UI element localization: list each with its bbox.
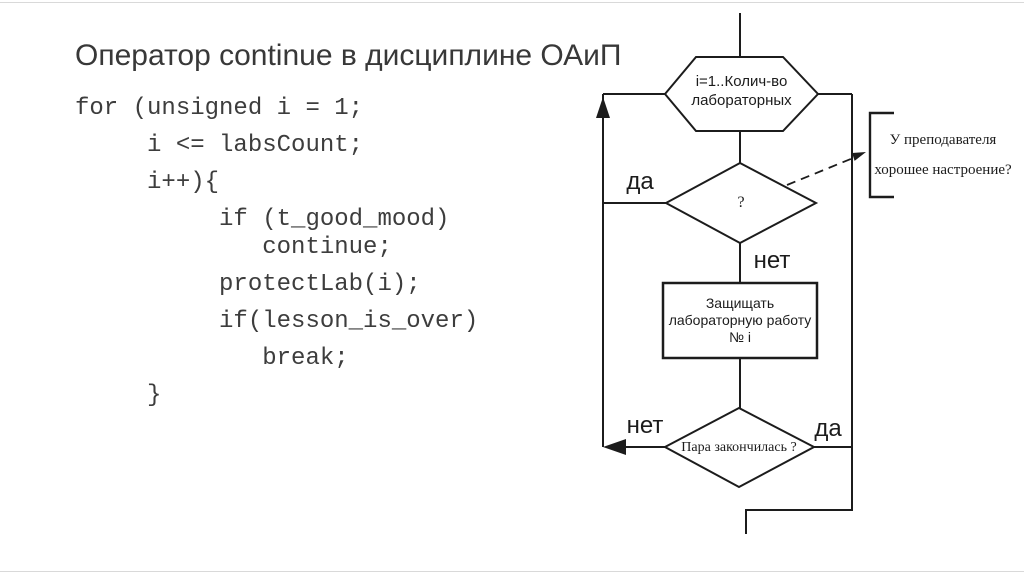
process-box-text-line2: лабораторную работу [668, 312, 812, 328]
process-box-text: Защищать лабораторную работу № i [663, 283, 817, 358]
code-line-3: i++){ [75, 169, 220, 196]
code-block: for (unsigned i = 1; i <= labsCount; i++… [75, 90, 478, 414]
mood-yes-label: да [626, 168, 654, 195]
code-line-2: i <= labsCount; [75, 132, 364, 159]
slide-top-edge [0, 2, 1024, 3]
process-box-text-line1: Защищать [705, 295, 775, 311]
code-line-1: for (unsigned i = 1; [75, 95, 364, 122]
note-bracket [868, 111, 894, 199]
lesson-no-arrowhead [603, 439, 626, 455]
loop-back-arrowhead [596, 97, 610, 118]
slide-bottom-edge [0, 571, 1024, 572]
loop-hexagon-text-line2: лабораторных [691, 92, 792, 109]
mood-decision-diamond [663, 161, 819, 245]
loop-hexagon-text: i=1..Колич-во лабораторных [665, 72, 818, 110]
code-line-5: continue; [75, 234, 392, 261]
note-dashed-line [786, 155, 859, 186]
code-line-4: if (t_good_mood) [75, 206, 450, 233]
process-box-text-line3: № i [728, 329, 752, 345]
note-text-line1: У преподавателя [889, 132, 997, 148]
note-arrowhead [852, 152, 866, 161]
mood-no-label: нет [753, 247, 791, 274]
lesson-no-label: нет [626, 412, 664, 439]
process-box [661, 281, 819, 360]
lesson-decision-text: Пара закончилась ? [681, 440, 797, 455]
mood-decision-text: ? [737, 194, 745, 211]
code-line-6: protectLab(i); [75, 271, 421, 298]
exit-line [745, 94, 853, 534]
note-text-line2: хорошее настроение? [874, 162, 1012, 178]
code-line-8: break; [75, 345, 349, 372]
lesson-yes-label: да [814, 415, 842, 442]
code-line-7: if(lesson_is_over) [75, 308, 479, 335]
code-line-9: } [75, 382, 162, 409]
slide-title: Оператор continue в дисциплине ОАиП [75, 39, 622, 72]
loop-hexagon-text-line1: i=1..Колич-во [695, 73, 788, 90]
